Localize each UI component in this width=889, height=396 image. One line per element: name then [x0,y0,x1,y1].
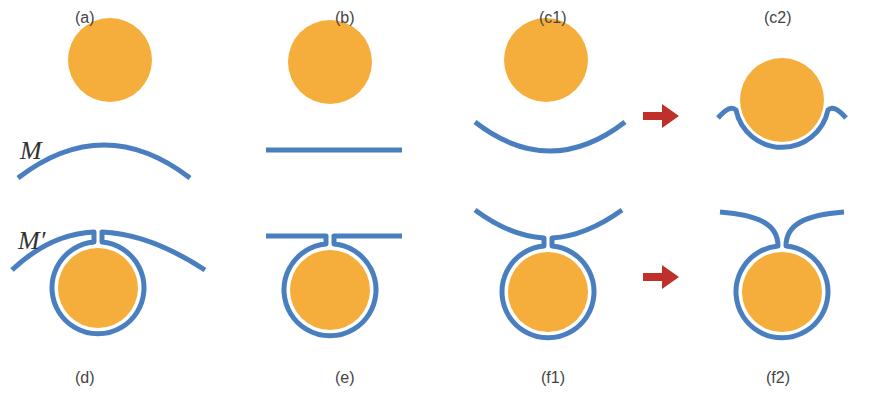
membrane [18,145,190,178]
panel-label: (a) [75,10,95,26]
particle [288,20,372,104]
membrane [475,210,622,338]
membrane [718,108,846,147]
particle [742,252,822,332]
particle [508,252,588,332]
transition-arrow [643,104,679,128]
membrane-label: M [20,138,42,164]
panel-label: (b) [335,10,355,26]
particles [58,18,824,332]
membranes [12,108,846,338]
membrane [720,212,844,338]
particle [68,18,152,102]
membrane [475,122,625,151]
particle [290,250,370,330]
panel-label: (c1) [539,10,567,26]
panel-label: (f1) [541,370,565,386]
panel-label: (c2) [764,10,792,26]
panel-label: (d) [75,370,95,386]
panel-label: (f2) [766,370,790,386]
panel-label: (e) [335,370,355,386]
particle [740,58,824,142]
membrane-label: M′ [18,228,45,254]
membrane [266,236,402,336]
membrane [266,148,402,153]
particle [58,248,138,328]
transition-arrow [643,265,679,289]
particle [504,18,588,102]
transition-arrows [643,104,679,289]
